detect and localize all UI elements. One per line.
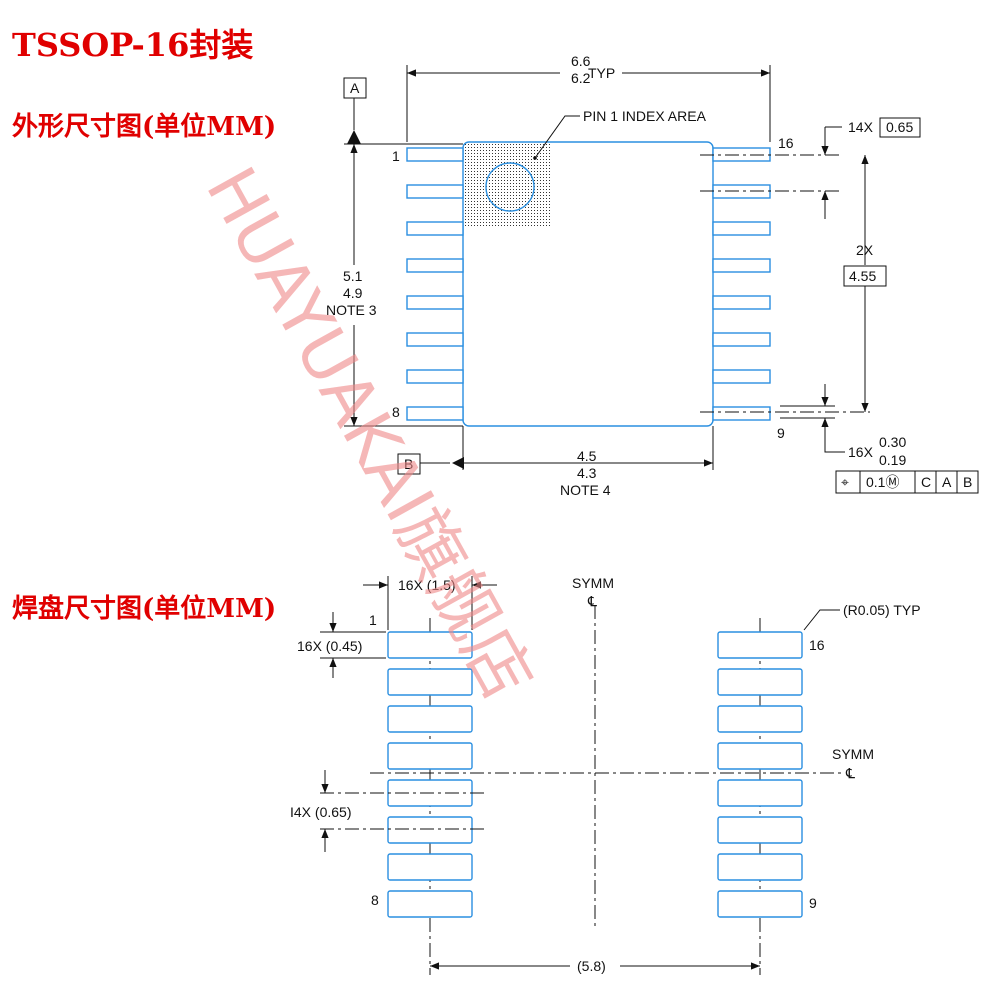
land-pattern-view: 1 8 9 16 16X (1.5) SYMM ℄ 16X (0.45) bbox=[290, 575, 921, 975]
land-pad bbox=[717, 742, 803, 770]
land-pin9-label: 9 bbox=[809, 895, 817, 911]
pitch-value: 0.65 bbox=[886, 119, 913, 135]
pad-length-label: 16X (1.5) bbox=[398, 577, 456, 593]
package-body bbox=[462, 141, 714, 427]
package-pin bbox=[406, 147, 464, 162]
span-value: 4.55 bbox=[849, 268, 876, 284]
package-pin bbox=[712, 406, 771, 421]
package-pin bbox=[712, 258, 771, 273]
land-pad bbox=[717, 668, 803, 696]
body-width-typ: TYP bbox=[588, 65, 615, 81]
outline-pin1-label: 1 bbox=[392, 148, 400, 164]
package-pin bbox=[406, 406, 464, 421]
width-note: NOTE 4 bbox=[560, 482, 611, 498]
package-pin bbox=[406, 258, 464, 273]
pin1-marker-circle bbox=[485, 162, 535, 212]
package-pin bbox=[406, 295, 464, 310]
package-pin bbox=[406, 221, 464, 236]
package-pin bbox=[712, 332, 771, 347]
tolerance-symbol: ⌖ bbox=[841, 474, 849, 490]
left-pad-row bbox=[387, 631, 473, 918]
package-pin bbox=[712, 295, 771, 310]
outline-heading: 外形尺寸图(单位MM) bbox=[12, 112, 277, 142]
page-title: TSSOP-16封装 bbox=[12, 26, 254, 64]
package-pin bbox=[406, 332, 464, 347]
lead-width-count: 16X bbox=[848, 444, 874, 460]
land-pad bbox=[717, 705, 803, 733]
length-note: NOTE 3 bbox=[326, 302, 377, 318]
land-pad bbox=[717, 853, 803, 881]
land-pad bbox=[387, 705, 473, 733]
datum-b: B bbox=[404, 456, 413, 472]
horizontal-symm-symbol: ℄ bbox=[845, 765, 855, 781]
row-spacing-label: (5.8) bbox=[577, 958, 606, 974]
length-min: 4.9 bbox=[343, 285, 363, 301]
width-min: 4.3 bbox=[577, 465, 597, 481]
watermark: HUAYUAKAI旗舰店 bbox=[190, 155, 547, 713]
outline-pin16-label: 16 bbox=[778, 135, 794, 151]
land-pad bbox=[717, 779, 803, 807]
body-width-min: 6.2 bbox=[571, 70, 591, 86]
pin1-index-area bbox=[465, 144, 551, 228]
land-pad bbox=[387, 742, 473, 770]
package-pin bbox=[406, 184, 464, 199]
outline-pin8-label: 8 bbox=[392, 404, 400, 420]
span-count: 2X bbox=[856, 242, 874, 258]
land-pad bbox=[717, 816, 803, 844]
body-width-max: 6.6 bbox=[571, 53, 591, 69]
outline-pin9-label: 9 bbox=[777, 425, 785, 441]
land-pin1-label: 1 bbox=[369, 612, 377, 628]
land-pad bbox=[387, 668, 473, 696]
vertical-symm-symbol: ℄ bbox=[587, 593, 597, 609]
tolerance-datum-a: A bbox=[942, 474, 952, 490]
land-pad bbox=[387, 853, 473, 881]
width-max: 4.5 bbox=[577, 448, 597, 464]
land-pad bbox=[387, 631, 473, 659]
vertical-symm-label: SYMM bbox=[572, 575, 614, 591]
package-pin bbox=[406, 369, 464, 384]
package-pin bbox=[712, 369, 771, 384]
length-max: 5.1 bbox=[343, 268, 363, 284]
lead-width-max: 0.30 bbox=[879, 434, 906, 450]
pad-pitch-label: I4X (0.65) bbox=[290, 804, 351, 820]
pad-width-label: 16X (0.45) bbox=[297, 638, 362, 654]
land-pad bbox=[387, 890, 473, 918]
datum-a: A bbox=[350, 80, 360, 96]
pitch-count: 14X bbox=[848, 119, 874, 135]
tolerance-datum-c: C bbox=[921, 474, 931, 490]
right-pad-row bbox=[717, 631, 803, 918]
pin1-index-label: PIN 1 INDEX AREA bbox=[583, 108, 707, 124]
land-pad bbox=[717, 631, 803, 659]
land-pad bbox=[717, 890, 803, 918]
package-pin bbox=[712, 221, 771, 236]
land-pattern-heading: 焊盘尺寸图(单位MM) bbox=[12, 594, 277, 624]
outline-view: 1 8 9 16 6.6 6.2 TYP PIN 1 INDEX AREA A bbox=[326, 53, 979, 498]
right-pin-row bbox=[712, 147, 771, 421]
tolerance-datum-b: B bbox=[963, 474, 972, 490]
left-pin-row bbox=[406, 147, 464, 421]
land-pin16-label: 16 bbox=[809, 637, 825, 653]
land-pad bbox=[387, 816, 473, 844]
lead-width-min: 0.19 bbox=[879, 452, 906, 468]
land-pin8-label: 8 bbox=[371, 892, 379, 908]
tolerance-value: 0.1Ⓜ bbox=[866, 474, 899, 490]
corner-radius-label: (R0.05) TYP bbox=[843, 602, 921, 618]
horizontal-symm-label: SYMM bbox=[832, 746, 874, 762]
tolerance-frame: ⌖ 0.1Ⓜ C A B bbox=[835, 470, 979, 494]
